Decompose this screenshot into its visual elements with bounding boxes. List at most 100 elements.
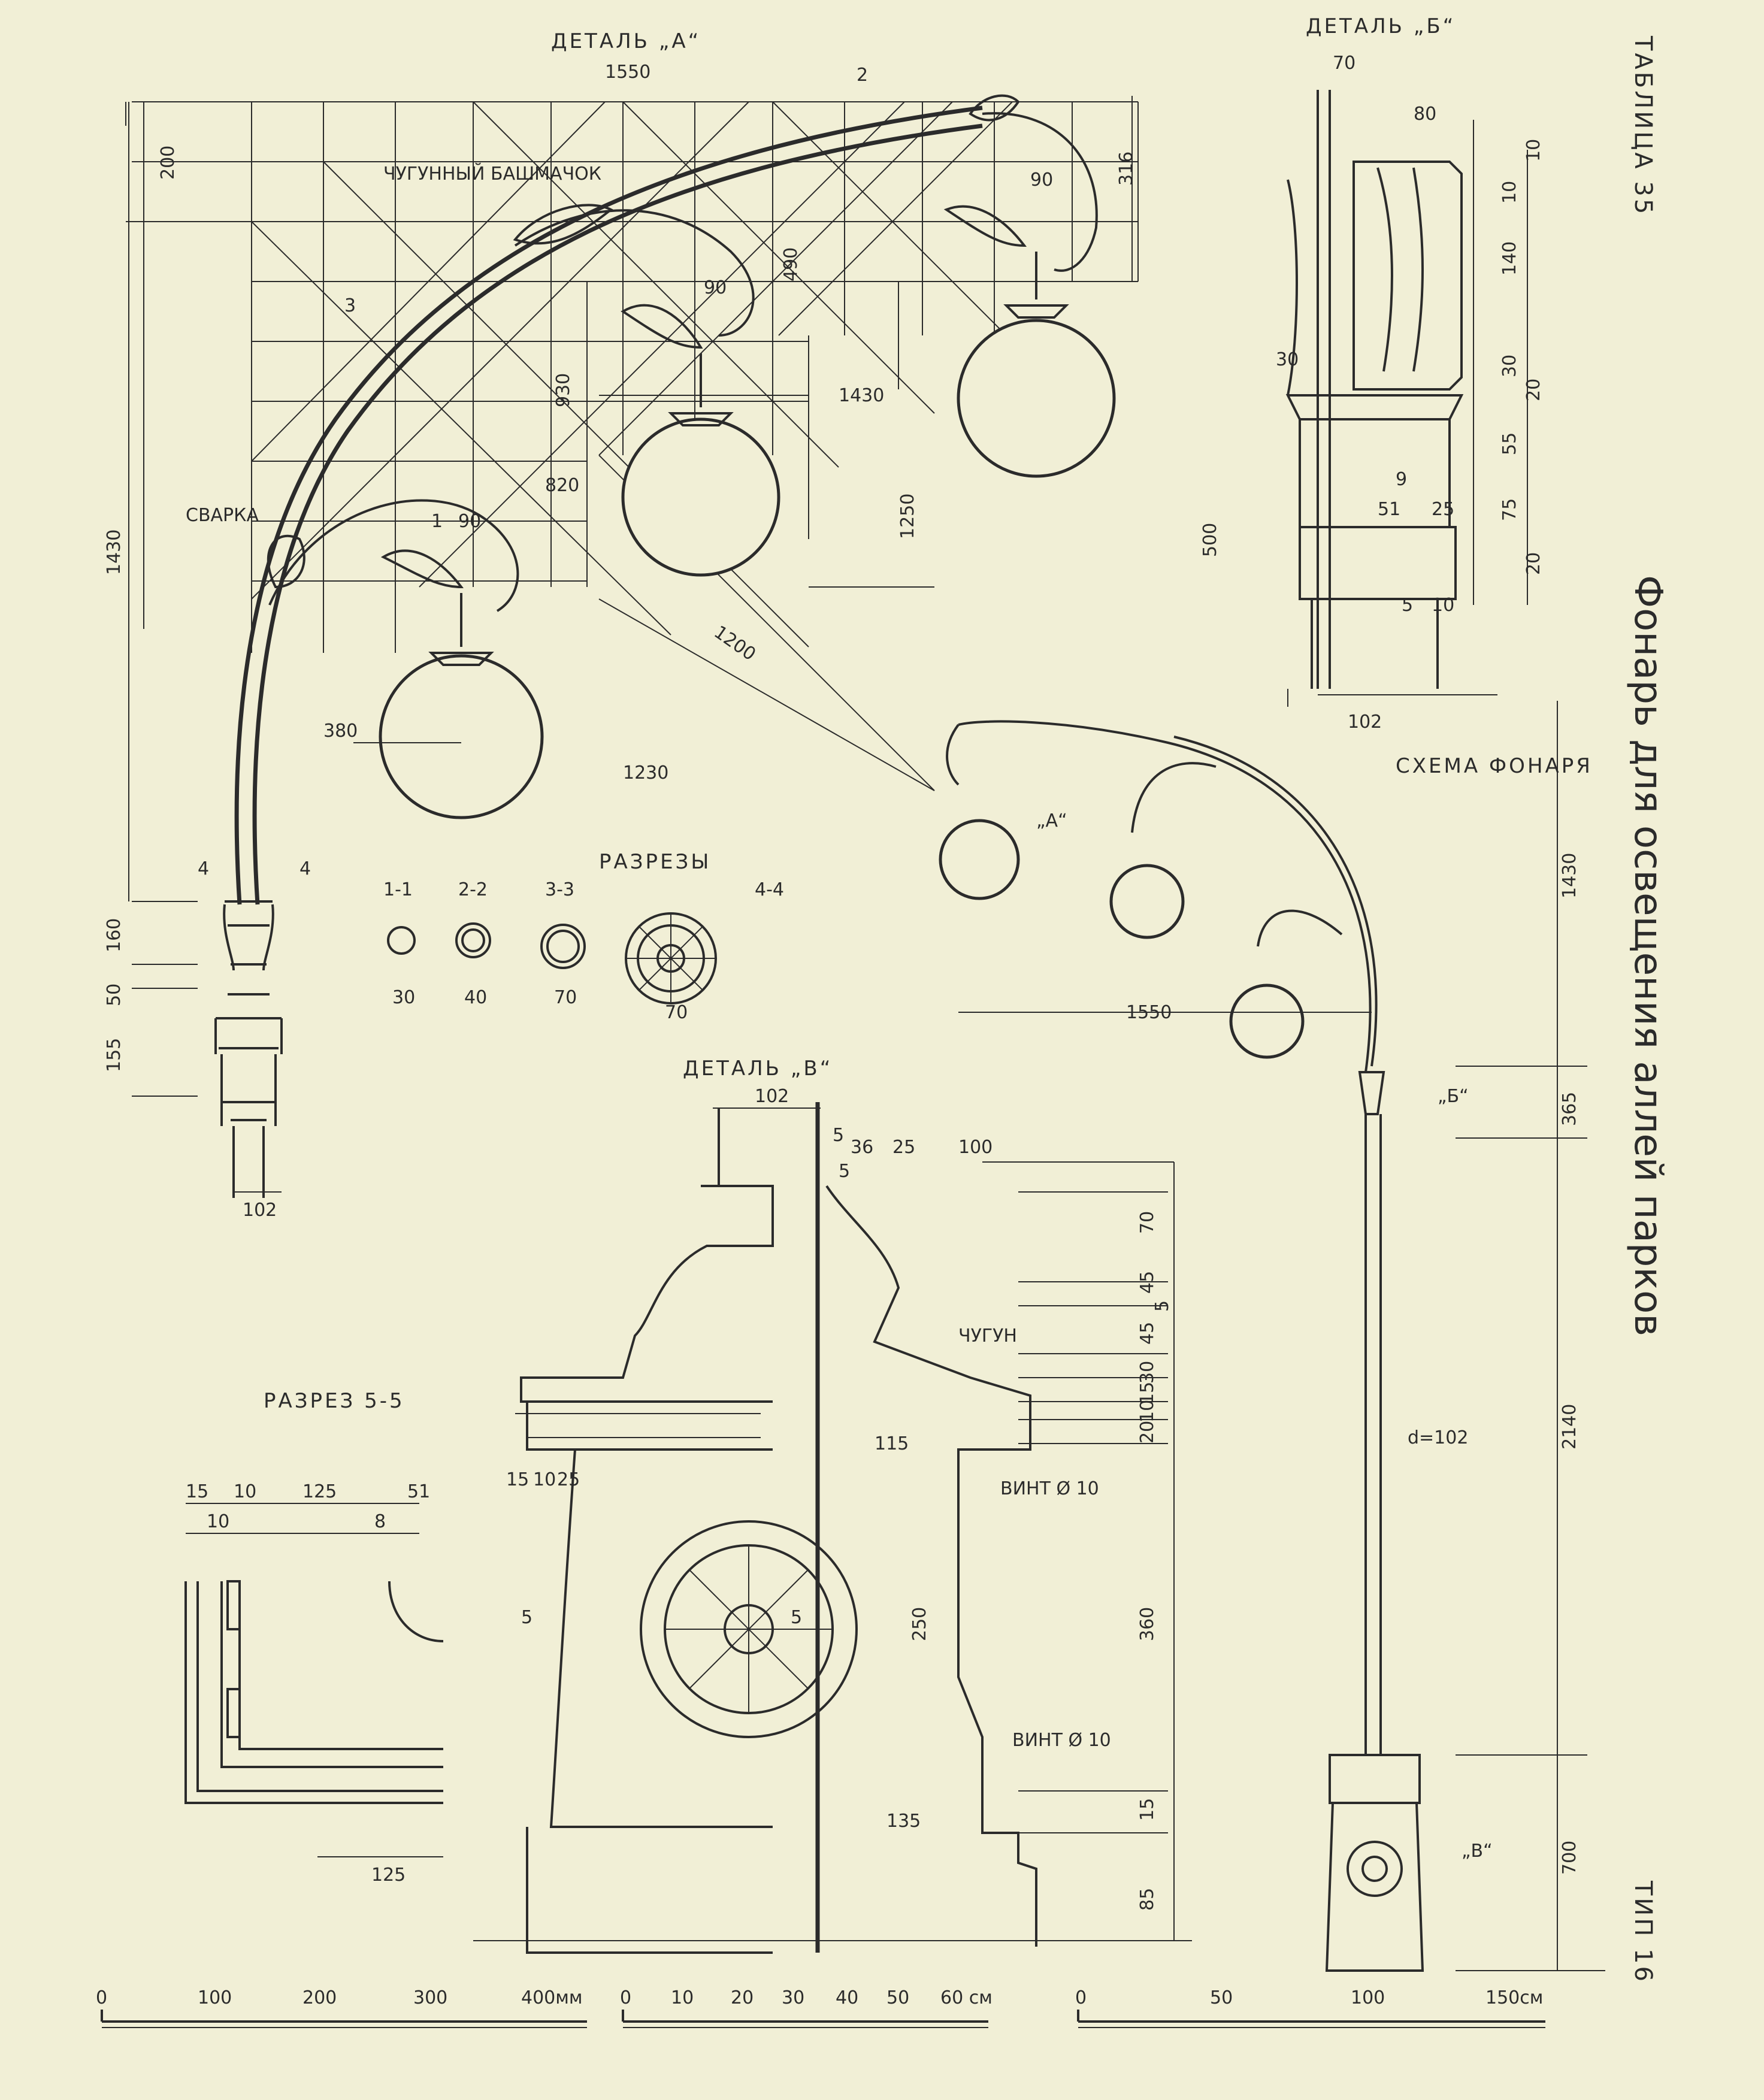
section-dim-70: 70 [554, 987, 577, 1008]
callout-screw-2: ВИНТ Ø 10 [1012, 1730, 1111, 1751]
scale-bars [101, 2010, 1545, 2028]
dim-1250: 1250 [897, 494, 918, 539]
detail-v-dim-102: 102 [755, 1086, 789, 1107]
section-label-1-1: 1-1 [383, 879, 413, 900]
scale1-tick-0: 0 [96, 1987, 107, 2008]
detail-b-caption: ДЕТАЛЬ „Б“ [1306, 14, 1456, 38]
section-mark-4a: 4 [198, 858, 209, 879]
scale1-tick-400: 400мм [521, 1987, 583, 2008]
s55-dim-125a: 125 [302, 1481, 337, 1502]
detail-v-dim-250: 250 [909, 1607, 930, 1641]
detail-b-dim-20a: 20 [1523, 379, 1544, 401]
detail-v-drawing [473, 1102, 1192, 1954]
scheme-dim-1430: 1430 [1559, 853, 1580, 898]
section-mark-2: 2 [857, 65, 868, 86]
dim-102: 102 [243, 1200, 277, 1221]
dim-155: 155 [104, 1038, 125, 1072]
detail-b-dim-70: 70 [1333, 53, 1355, 74]
scheme-label-v: „В“ [1462, 1841, 1493, 1862]
table-label: ТАБЛИЦА 35 [1629, 35, 1657, 216]
type-label: ТИП 16 [1629, 1880, 1657, 1984]
detail-b-dim-55: 55 [1499, 432, 1520, 455]
angle-90-3: 90 [1030, 170, 1053, 190]
detail-v-dim-20: 20 [1137, 1421, 1158, 1444]
scale3-tick-150: 150см [1485, 1987, 1543, 2008]
detail-b-dim-30b: 30 [1276, 349, 1299, 370]
detail-v-dim-70: 70 [1137, 1211, 1158, 1234]
detail-b-dim-10b: 10 [1499, 181, 1520, 204]
detail-v-dim-10b: 10 [533, 1469, 556, 1490]
s55-dim-51: 51 [407, 1481, 430, 1502]
detail-v-dim-30: 30 [1137, 1361, 1158, 1384]
scale3-tick-100: 100 [1351, 1987, 1385, 2008]
scale2-tick-50: 50 [886, 1987, 909, 2008]
dim-160: 160 [104, 918, 125, 952]
sections-caption: РАЗРЕЗЫ [599, 850, 711, 874]
scale2-tick-60: 60 см [940, 1987, 993, 2008]
section-label-2-2: 2-2 [458, 879, 488, 900]
sections-drawings [387, 912, 717, 1004]
detail-v-dim-115: 115 [875, 1433, 909, 1454]
scale-texts: 0 100 200 300 400мм 0 10 20 30 40 50 60 … [96, 1987, 1543, 2008]
scale1-tick-200: 200 [302, 1987, 337, 2008]
scale2-tick-20: 20 [731, 1987, 754, 2008]
lamp-arm [214, 94, 1098, 1198]
detail-a-texts: ДЕТАЛЬ „А“ 1550 200 316 490 930 1430 820… [104, 29, 1137, 1221]
scale2-tick-30: 30 [782, 1987, 804, 2008]
s55-dim-10: 10 [234, 1481, 256, 1502]
section-55-texts: РАЗРЕЗ 5-5 15 10 125 51 10 8 125 [186, 1389, 430, 1886]
detail-b-dim-75: 75 [1499, 498, 1520, 521]
callout-screw-1: ВИНТ Ø 10 [1000, 1478, 1099, 1499]
detail-v-dim-15c: 15 [1137, 1798, 1158, 1821]
scale2-tick-10: 10 [671, 1987, 694, 2008]
scale2-tick-0: 0 [620, 1987, 631, 2008]
scale1-tick-300: 300 [413, 1987, 447, 2008]
section-mark-1: 1 [431, 511, 443, 532]
detail-v-dim-135: 135 [886, 1811, 921, 1832]
detail-b-dim-500: 500 [1200, 523, 1221, 557]
detail-b-dim-80: 80 [1414, 104, 1436, 125]
detail-b-drawing [1285, 90, 1528, 707]
section-dim-30: 30 [392, 987, 415, 1008]
detail-b-dim-102: 102 [1348, 712, 1382, 733]
scheme-dim-2140: 2140 [1559, 1404, 1580, 1450]
detail-a-dimensions [125, 96, 1133, 1193]
scheme-texts: СХЕМА ФОНАРЯ „А“ „Б“ „В“ 1550 1430 365 2… [1036, 754, 1590, 1875]
detail-b-dim-5: 5 [1402, 595, 1413, 616]
scale2-tick-40: 40 [836, 1987, 858, 2008]
detail-v-dim-100: 100 [958, 1137, 993, 1158]
angle-90-1: 90 [458, 511, 481, 532]
dim-1230: 1230 [623, 762, 668, 783]
detail-v-dim-5c: 5 [1152, 1300, 1173, 1312]
detail-v-texts: ДЕТАЛЬ „В“ 102 5 36 25 100 5 70 45 5 45 … [506, 1057, 1173, 1911]
detail-a-globes [379, 304, 1116, 819]
detail-b-texts: ДЕТАЛЬ „Б“ 70 80 10 10 140 30 20 55 75 2… [1200, 14, 1544, 733]
scheme-dim-1550: 1550 [1126, 1002, 1172, 1023]
dim-930: 930 [553, 373, 574, 407]
detail-a-grid [132, 101, 1139, 791]
scale3-tick-50: 50 [1210, 1987, 1233, 2008]
section-dim-40: 40 [464, 987, 487, 1008]
dim-1430-w: 1430 [839, 385, 884, 406]
detail-v-dim-15b: 15 [506, 1469, 529, 1490]
dim-820: 820 [545, 475, 579, 496]
scale3-tick-0: 0 [1075, 1987, 1087, 2008]
sheet-title: Фонарь для освещения аллей парков [1626, 575, 1670, 1336]
callout-shoe: ЧУГУННЫЙ БАШМАЧОК [383, 163, 601, 184]
dim-50: 50 [104, 984, 125, 1006]
section-mark-3: 3 [344, 295, 356, 316]
detail-v-caption: ДЕТАЛЬ „В“ [683, 1057, 833, 1081]
detail-v-dim-25: 25 [892, 1137, 915, 1158]
section-mark-4b: 4 [299, 858, 311, 879]
section-label-4-4: 4-4 [755, 879, 784, 900]
callout-iron: ЧУГУН [958, 1326, 1017, 1346]
detail-v-dim-360: 360 [1137, 1607, 1158, 1641]
section-label-3-3: 3-3 [545, 879, 574, 900]
dim-490: 490 [780, 247, 801, 282]
dim-200: 200 [158, 146, 178, 180]
dim-1200: 1200 [710, 622, 760, 665]
detail-v-dim-45a: 45 [1137, 1271, 1158, 1294]
callout-weld: СВАРКА [186, 505, 259, 526]
